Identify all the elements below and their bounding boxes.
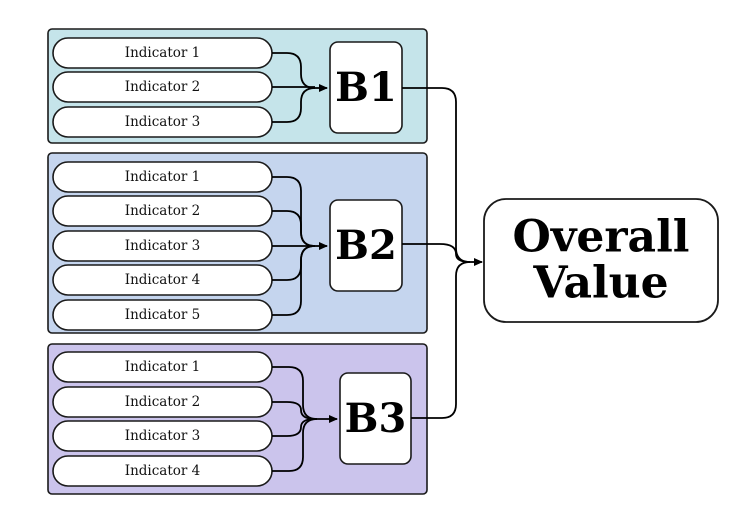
overall-value-line1: Overall — [512, 212, 689, 263]
b3-to-overall-connector — [411, 261, 471, 419]
b2-indicator-1-label: Indicator 1 — [125, 169, 200, 185]
b3-indicator-3-connector — [272, 418, 316, 437]
b3-indicator-4-connector — [272, 418, 318, 472]
b3-indicator-2-label: Indicator 2 — [125, 394, 200, 410]
b1-indicator-2-label: Indicator 2 — [125, 79, 200, 95]
b2-indicator-2-connector — [272, 210, 316, 247]
b1-node-label: B1 — [335, 64, 397, 111]
b2-to-overall-connector — [402, 243, 471, 263]
b1-indicator-3-connector — [272, 87, 316, 123]
b3-indicator-1-label: Indicator 1 — [125, 359, 200, 375]
b2-indicator-5-connector — [272, 245, 316, 316]
b3-indicator-2-connector — [272, 401, 316, 420]
group-b3: Indicator 1 Indicator 2 Indicator 3 Indi… — [47, 343, 428, 495]
group-b1: Indicator 1 Indicator 2 Indicator 3 B1 — [47, 28, 428, 144]
b2-indicator-2-label: Indicator 2 — [125, 203, 200, 219]
b3-indicator-3-label: Indicator 3 — [125, 428, 200, 444]
b2-indicator-5-label: Indicator 5 — [125, 307, 200, 323]
b2-indicator-4-label: Indicator 4 — [125, 272, 200, 288]
b3-indicator-4-label: Indicator 4 — [125, 463, 200, 479]
overall-value-node: Overall Value — [483, 198, 719, 323]
group-b2: Indicator 1 Indicator 2 Indicator 3 Indi… — [47, 152, 428, 334]
b3-node-label: B3 — [345, 395, 407, 442]
b2-node-label: B2 — [335, 222, 397, 269]
b2-node — [329, 199, 403, 292]
b3-indicator-1-connector — [272, 366, 318, 420]
overall-value-box — [483, 198, 719, 323]
b1-indicator-1-label: Indicator 1 — [125, 45, 200, 61]
b2-indicator-3-label: Indicator 3 — [125, 238, 200, 254]
overall-value-line2: Value — [532, 258, 668, 309]
b1-indicator-3-label: Indicator 3 — [125, 114, 200, 130]
